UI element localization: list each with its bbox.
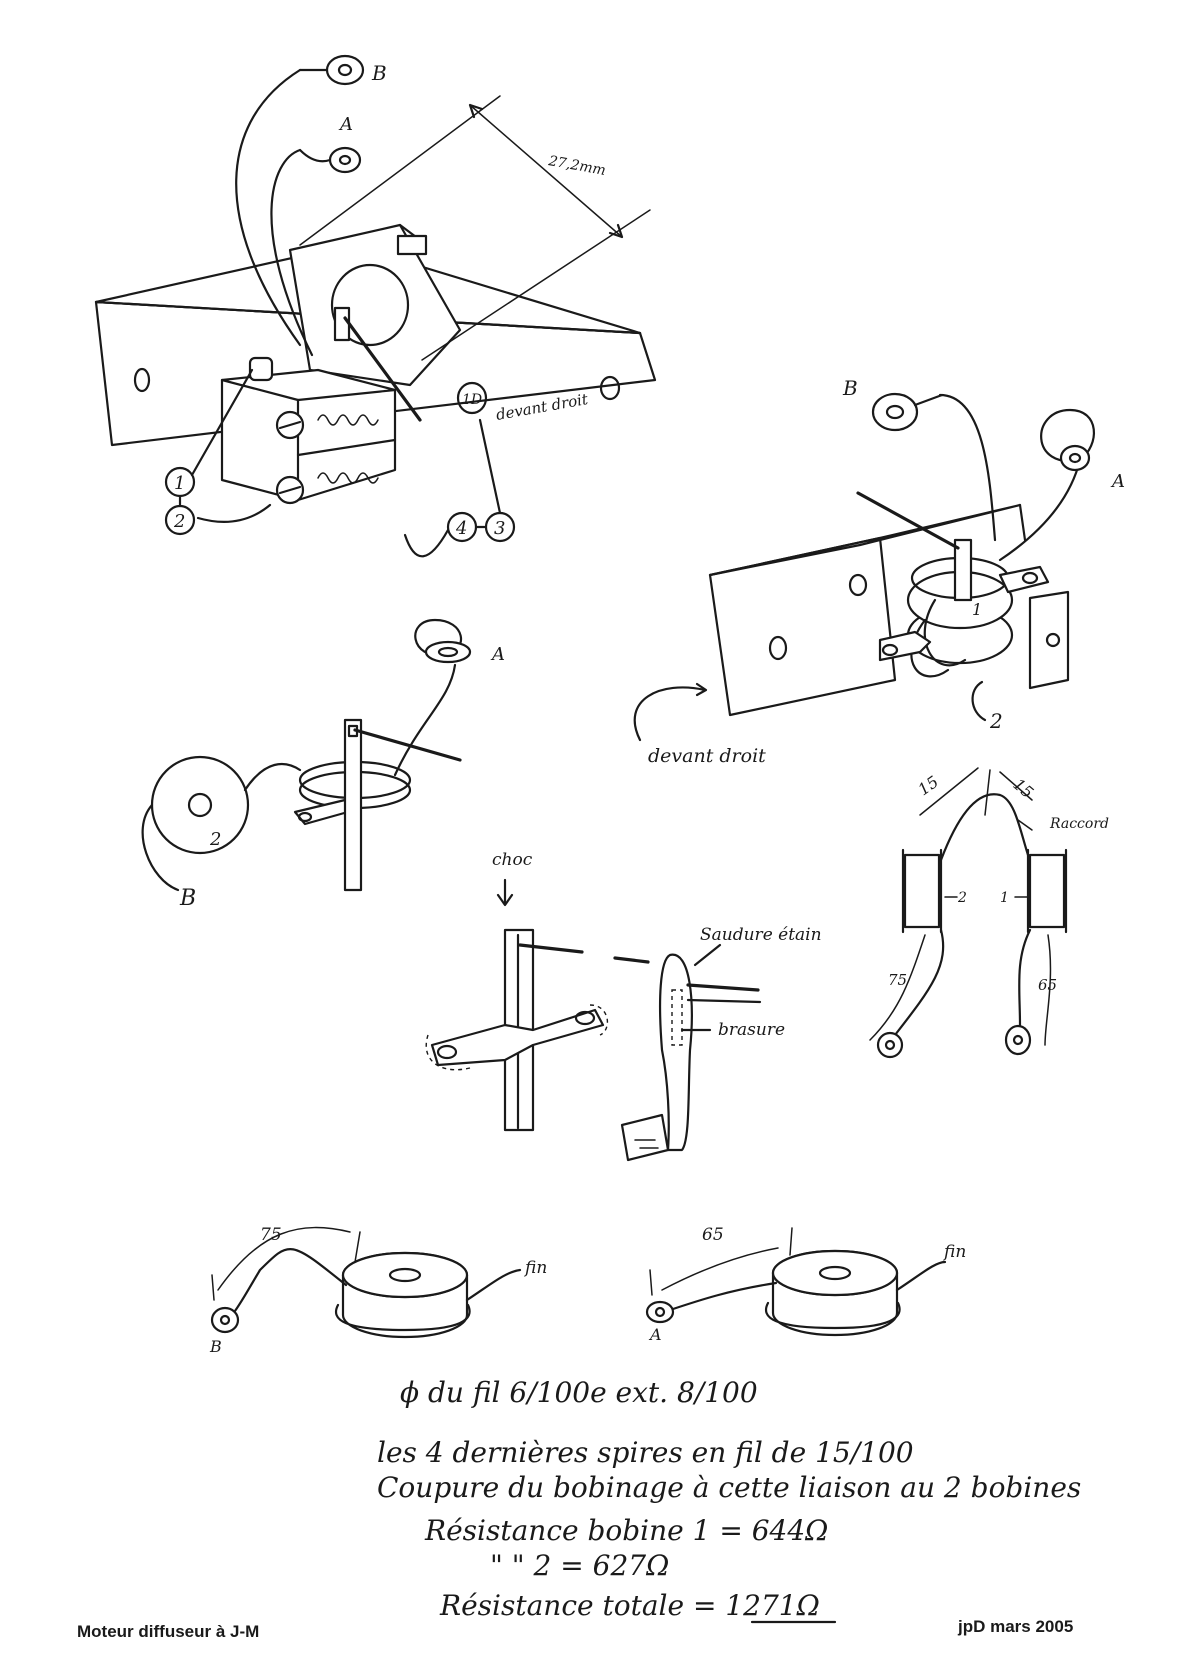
- fig1-callout-2-text: 2: [173, 511, 185, 532]
- fig2-lug-a-icon: [1059, 444, 1091, 472]
- fig5-link-wire: [939, 793, 1030, 862]
- fig1-wire-a: [270, 148, 314, 357]
- fig1-label-a: A: [338, 114, 353, 135]
- fig2-block-front: [708, 536, 897, 717]
- fig5-lead-right-text: 65: [1038, 976, 1057, 994]
- fig6-label-a: A: [648, 1325, 662, 1344]
- fig2-plate: [1028, 590, 1070, 690]
- fig5-bobbins: [869, 767, 1068, 1059]
- fig1-dimension-text: 27,2mm: [546, 153, 607, 179]
- note-wire-diameter: ϕ du fil 6/100e ext. 8/100: [400, 1376, 758, 1409]
- fig1-callout-3-text: 3: [494, 518, 505, 539]
- fig3-shaft: [343, 718, 363, 892]
- fig1-coil-housing: [220, 368, 397, 502]
- fig1-assembly: [94, 54, 657, 558]
- fig5-len-left: 15: [914, 772, 942, 799]
- fig5-bobbin-2: [903, 853, 941, 929]
- fig5-lead-left-text: 75: [888, 971, 907, 989]
- fig4-brasure: brasure: [718, 1020, 785, 1040]
- fig6-label-b: B: [209, 1337, 222, 1356]
- fig3-lug-a-icon: [424, 640, 472, 664]
- fig5-bobbin-1: [1028, 853, 1066, 929]
- fig4-soudure: Saudure étain: [700, 925, 822, 945]
- note-winding-cut: Coupure du bobinage à cette liaison au 2…: [377, 1471, 1081, 1504]
- fig6-coils: [210, 1226, 947, 1339]
- fig4-labels: choc Saudure étain brasure: [492, 850, 822, 1040]
- fig3-wire-b: [141, 803, 180, 892]
- fig3-coil-2-disc: [150, 755, 250, 855]
- fig6-lead-a: [668, 1281, 778, 1312]
- fig3-needle: [353, 728, 462, 762]
- fig6-lug-b-icon: [210, 1306, 240, 1334]
- fig6-fin-b: fin: [523, 1258, 547, 1278]
- fig5-labels: 15 15 Raccord 2 1 75 65: [888, 772, 1109, 994]
- fig2-wire-a: [998, 458, 1082, 562]
- footer-author-date: jpD mars 2005: [958, 1617, 1074, 1636]
- fig1-lug-b-icon: [325, 54, 365, 86]
- note-last-turns: les 4 dernières spires en fil de 15/100: [377, 1436, 914, 1469]
- fig3-coil-2-text: 2: [209, 829, 221, 850]
- fig4-needle: [518, 943, 584, 954]
- fig6-coil-b: [341, 1251, 469, 1299]
- fig6-coil-a: [771, 1249, 899, 1297]
- fig2-wire-b: [938, 393, 997, 542]
- fig2-side-label: devant droit: [648, 745, 766, 767]
- fig1-dimension-line: [469, 104, 623, 238]
- fig2-coil-2-text: 2: [989, 709, 1003, 733]
- fig1-needle: [343, 316, 422, 422]
- fig2-label-b: B: [842, 376, 858, 400]
- fig5-lug-right-icon: [1004, 1024, 1032, 1056]
- fig2-label-a: A: [1110, 471, 1125, 492]
- fig3-wire-link: [243, 762, 302, 792]
- fig3-label-a: A: [490, 644, 505, 665]
- fig6-labels: 75 B fin 65 A fin: [209, 1225, 966, 1356]
- fig1-label-b: B: [371, 61, 387, 85]
- fig2-assembly: [633, 392, 1095, 742]
- fig3-labels: A 2 B: [179, 644, 505, 911]
- fig6-len-a: 65: [702, 1225, 724, 1245]
- fig1-callout-4-text: 4: [455, 518, 467, 539]
- note-total-resistance: Résistance totale = 1271Ω: [439, 1589, 820, 1622]
- fig2-needle: [856, 491, 960, 550]
- fig4-bracket: [430, 1008, 605, 1067]
- notes: ϕ du fil 6/100e ext. 8/100 les 4 dernièr…: [377, 1376, 1081, 1624]
- fig5-len-right: 15: [1009, 775, 1037, 803]
- fig6-fin-b-wire: [465, 1268, 522, 1302]
- note-resistance-coil-2: " " 2 = 627Ω: [490, 1549, 669, 1582]
- fig2-coil-1-text: 1: [972, 600, 982, 619]
- fig1-callout-1-text: 1: [174, 473, 185, 494]
- fig5-coil-2-text: 2: [957, 890, 967, 906]
- fig1-plate-marking: 1D: [462, 392, 482, 408]
- fig5-lug-left-icon: [876, 1031, 904, 1059]
- fig5-lead-1: [1018, 928, 1032, 1027]
- fig2-lug-b-icon: [871, 392, 919, 432]
- fig1-tab: [396, 234, 428, 256]
- fig6-fin-a-wire: [895, 1260, 947, 1292]
- fig5-lead-2: [893, 928, 945, 1037]
- fig6-lug-a-icon: [645, 1300, 675, 1324]
- footer-title: Moteur diffuseur à J-M: [77, 1622, 260, 1641]
- fig3-label-b: B: [179, 886, 196, 911]
- fig6-len-b: 75: [260, 1225, 282, 1245]
- fig3-wire-a: [393, 663, 457, 777]
- fig4-holder: [659, 953, 693, 1152]
- fig5-raccord: Raccord: [1049, 816, 1109, 832]
- fig3-exploded: [141, 618, 472, 892]
- fig5-coil-1-text: 1: [1000, 890, 1009, 906]
- fig4-choc: choc: [492, 850, 533, 870]
- fig6-fin-a: fin: [942, 1242, 966, 1262]
- fig6-lead-b: [230, 1248, 348, 1317]
- fig4-detail: [425, 878, 762, 1162]
- fig1-lug-a-icon: [328, 146, 362, 174]
- note-resistance-coil-1: Résistance bobine 1 = 644Ω: [424, 1514, 828, 1547]
- fig1-wire-b: [235, 68, 302, 347]
- fig2-labels: B A 1 2 devant droit: [648, 376, 1125, 767]
